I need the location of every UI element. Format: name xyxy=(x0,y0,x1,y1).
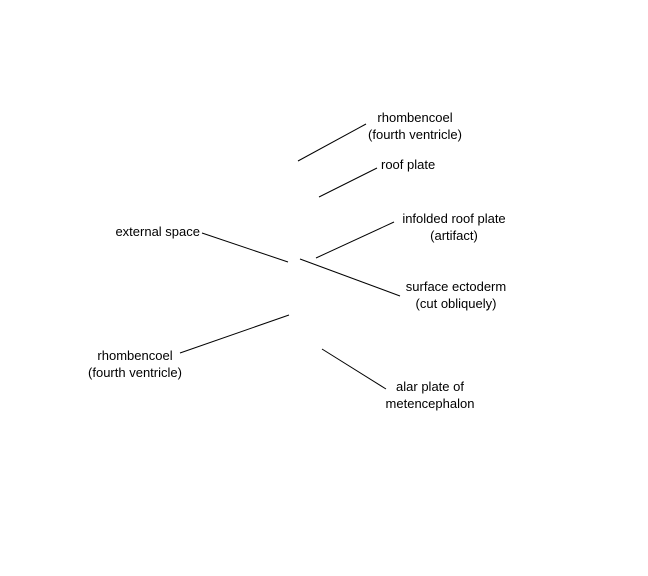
label-surface-ectoderm-line2: (cut obliquely) xyxy=(415,296,497,311)
label-rhombencoel-top: rhombencoel (fourth ventricle) xyxy=(352,109,478,143)
label-rhombencoel-top-line2: (fourth ventricle) xyxy=(368,127,462,142)
leader-line-alar-plate xyxy=(321,348,387,390)
label-infolded-roof-plate: infolded roof plate (artifact) xyxy=(390,210,518,244)
leader-line-external-space xyxy=(201,232,289,263)
label-infolded-roof-plate-line1: infolded roof plate xyxy=(402,211,506,226)
leader-line-surface-ectoderm xyxy=(299,258,401,297)
label-alar-plate-line2: metencephalon xyxy=(385,396,475,411)
label-external-space-line1: external space xyxy=(115,224,200,239)
label-rhombencoel-bottom-line2: (fourth ventricle) xyxy=(88,365,182,380)
label-external-space: external space xyxy=(92,223,200,240)
label-roof-plate-line1: roof plate xyxy=(381,157,436,172)
label-roof-plate: roof plate xyxy=(381,156,435,173)
label-alar-plate: alar plate of metencephalon xyxy=(374,378,486,412)
label-alar-plate-line1: alar plate of xyxy=(396,379,464,394)
label-surface-ectoderm: surface ectoderm (cut obliquely) xyxy=(396,278,516,312)
label-rhombencoel-bottom: rhombencoel (fourth ventricle) xyxy=(72,347,198,381)
leader-line-rhombencoel-bottom xyxy=(179,314,290,354)
label-rhombencoel-bottom-line1: rhombencoel xyxy=(97,348,173,363)
leader-line-rhombencoel-top xyxy=(297,123,367,162)
leader-line-infolded-roof-plate xyxy=(315,221,395,259)
label-rhombencoel-top-line1: rhombencoel xyxy=(377,110,453,125)
leader-line-roof-plate xyxy=(318,167,378,198)
label-infolded-roof-plate-line2: (artifact) xyxy=(430,228,478,243)
label-surface-ectoderm-line1: surface ectoderm xyxy=(405,279,507,294)
